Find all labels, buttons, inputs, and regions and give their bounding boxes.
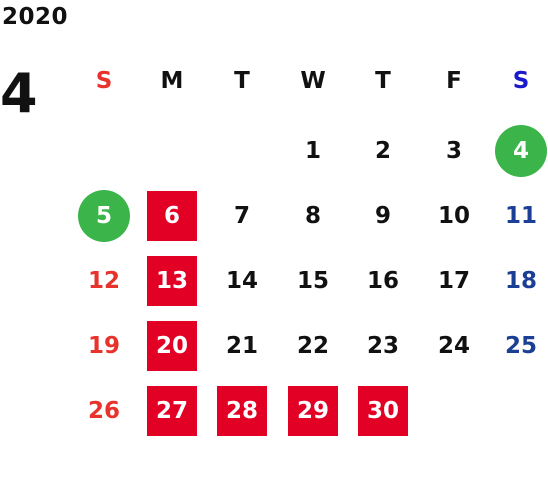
day-cell-15[interactable]: 15	[296, 268, 329, 294]
day-cell-20[interactable]: 20	[147, 321, 197, 371]
weekday-wednesday: W	[300, 68, 326, 94]
weekday-friday: F	[446, 68, 462, 94]
weekday-saturday: S	[512, 68, 530, 94]
day-cell-23[interactable]: 23	[366, 333, 399, 359]
day-cell-11[interactable]: 11	[504, 203, 537, 229]
weekday-sunday: S	[95, 68, 113, 94]
day-cell-28[interactable]: 28	[217, 386, 267, 436]
day-cell-9[interactable]: 9	[374, 203, 391, 229]
day-cell-29[interactable]: 29	[288, 386, 338, 436]
day-cell-14[interactable]: 14	[225, 268, 258, 294]
year-label: 2020	[2, 4, 69, 30]
day-cell-30[interactable]: 30	[358, 386, 408, 436]
weekday-tuesday: T	[234, 68, 250, 94]
day-cell-8[interactable]: 8	[304, 203, 321, 229]
month-label: 4	[0, 62, 38, 125]
day-cell-6[interactable]: 6	[147, 191, 197, 241]
day-cell-7[interactable]: 7	[233, 203, 250, 229]
day-cell-4[interactable]: 4	[495, 125, 547, 177]
day-cell-17[interactable]: 17	[437, 268, 470, 294]
day-cell-5[interactable]: 5	[78, 190, 130, 242]
weekday-monday: M	[160, 68, 184, 94]
day-cell-1[interactable]: 1	[304, 138, 321, 164]
day-cell-24[interactable]: 24	[437, 333, 470, 359]
day-cell-19[interactable]: 19	[87, 333, 120, 359]
day-cell-2[interactable]: 2	[374, 138, 391, 164]
day-cell-25[interactable]: 25	[504, 333, 537, 359]
day-cell-22[interactable]: 22	[296, 333, 329, 359]
day-cell-16[interactable]: 16	[366, 268, 399, 294]
day-cell-21[interactable]: 21	[225, 333, 258, 359]
day-cell-18[interactable]: 18	[504, 268, 537, 294]
weekday-thursday: T	[375, 68, 391, 94]
day-cell-27[interactable]: 27	[147, 386, 197, 436]
day-cell-3[interactable]: 3	[445, 138, 462, 164]
day-cell-12[interactable]: 12	[87, 268, 120, 294]
day-cell-26[interactable]: 26	[87, 398, 120, 424]
day-cell-10[interactable]: 10	[437, 203, 470, 229]
day-cell-13[interactable]: 13	[147, 256, 197, 306]
